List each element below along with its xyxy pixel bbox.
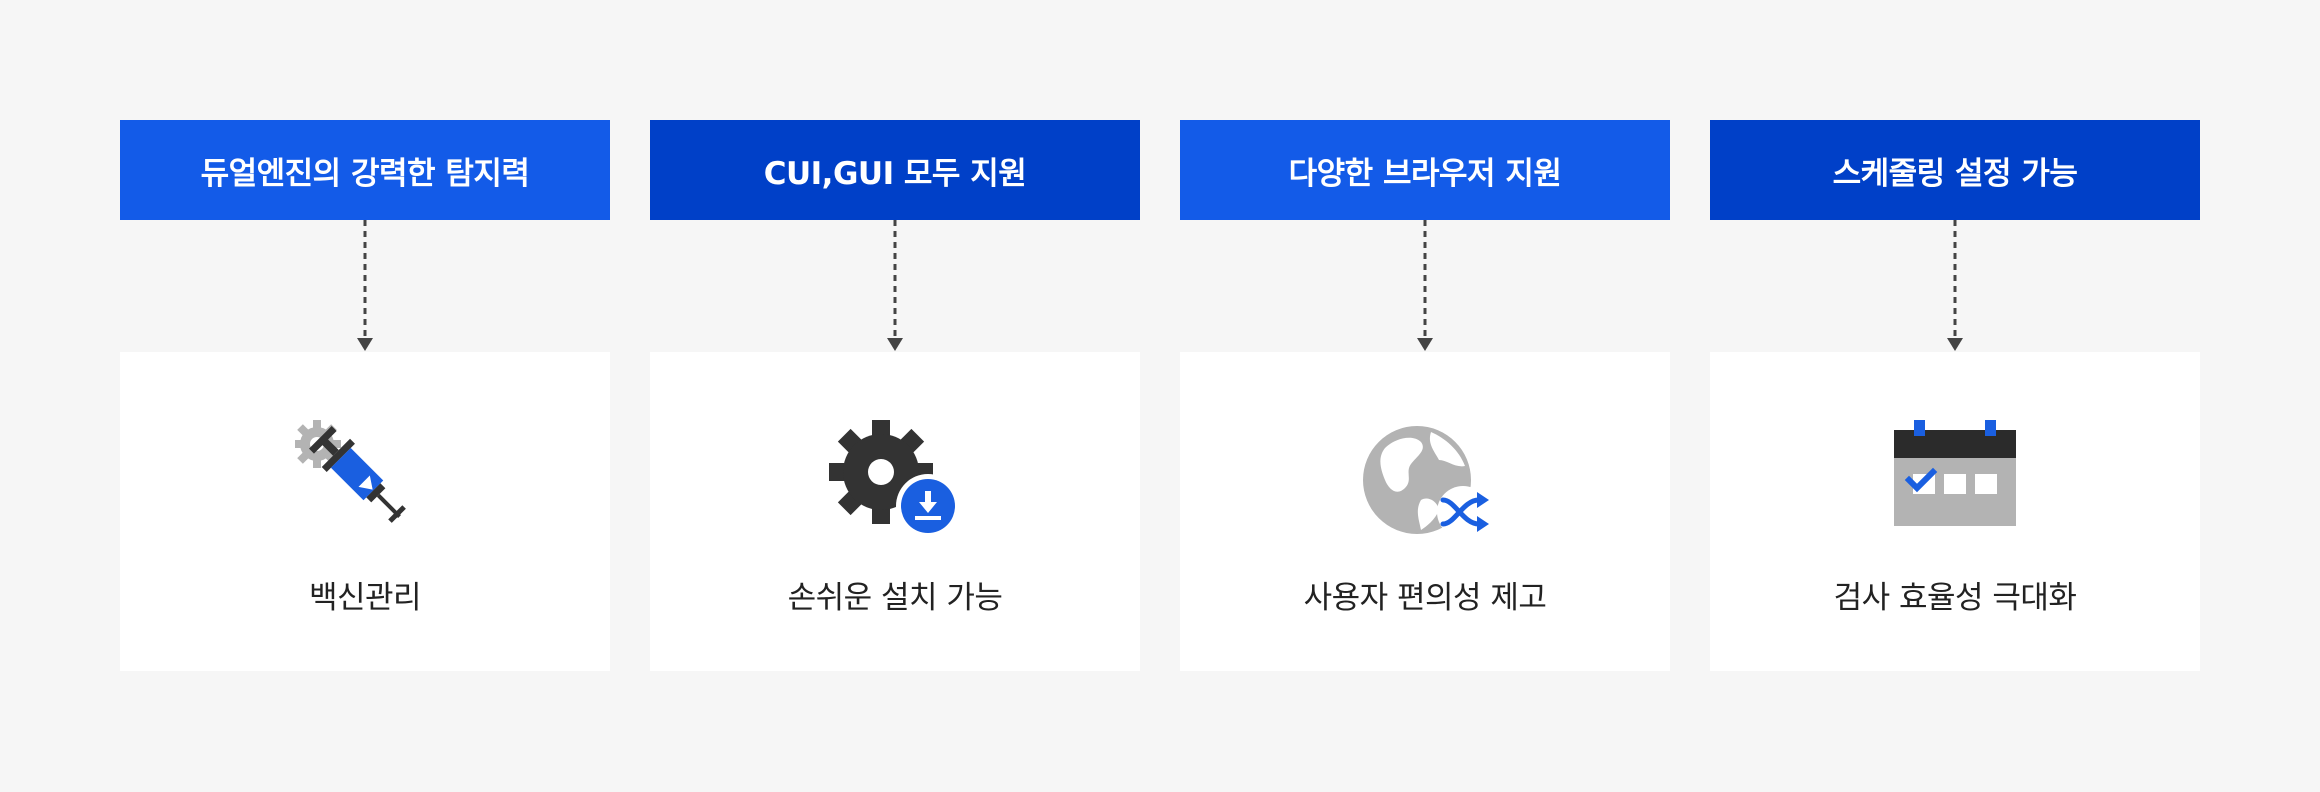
connector-arrow-2 <box>887 220 903 351</box>
connector-arrow-1 <box>357 220 373 351</box>
feature-header-2: CUI,GUI 모두 지원 <box>650 120 1140 220</box>
feature-column-1: 듀얼엔진의 강력한 탐지력 <box>120 120 610 671</box>
feature-header-1: 듀얼엔진의 강력한 탐지력 <box>120 120 610 220</box>
feature-header-4: 스케줄링 설정 가능 <box>1710 120 2200 220</box>
gear-install-icon <box>829 420 960 538</box>
feature-card-1: 백신관리 <box>120 352 610 671</box>
connector-arrow-3 <box>1417 220 1433 351</box>
feature-label-1: 백신관리 <box>308 580 422 616</box>
feature-header-3: 다양한 브라우저 지원 <box>1180 120 1670 220</box>
feature-label-3: 사용자 편의성 제고 <box>1303 580 1547 616</box>
connector-arrow-4 <box>1947 220 1963 351</box>
feature-column-2: CUI,GUI 모두 지원 <box>650 120 1140 671</box>
feature-card-4: 검사 효율성 극대화 <box>1710 352 2200 671</box>
feature-label-4: 검사 효율성 극대화 <box>1833 580 2077 616</box>
feature-label-2: 손쉬운 설치 가능 <box>787 580 1003 616</box>
vaccine-syringe-icon <box>295 420 406 523</box>
globe-shuffle-icon <box>1363 426 1489 538</box>
calendar-check-icon <box>1894 420 2016 526</box>
feature-column-3: 다양한 브라우저 지원 사용자 편의성 제고 <box>1180 120 1670 671</box>
feature-column-4: 스케줄링 설정 가능 검사 효율성 극대화 <box>1710 120 2200 671</box>
feature-card-2: 손쉬운 설치 가능 <box>650 352 1140 671</box>
feature-card-3: 사용자 편의성 제고 <box>1180 352 1670 671</box>
